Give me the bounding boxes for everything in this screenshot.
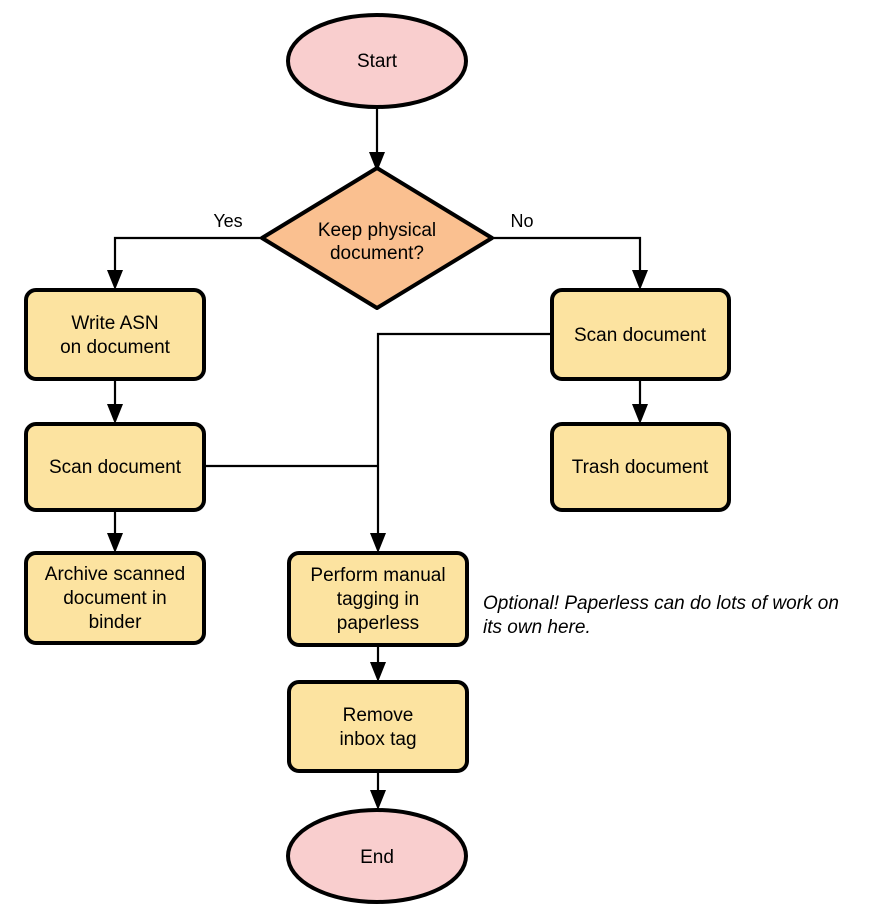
annotation-line1: Optional! Paperless can do lots of work …	[483, 593, 839, 614]
node-scan-document-left-label: Scan document	[49, 457, 182, 478]
node-manual-tagging-label-line1: Perform manual	[310, 565, 445, 586]
node-archive-scanned-document[interactable]: Archive scanned document in binder	[24, 551, 206, 645]
edge-scan-left-to-archive	[107, 510, 123, 553]
edge-decision-to-scan-right	[492, 236, 648, 290]
node-end-label: End	[360, 847, 394, 868]
annotation-line2: its own here.	[483, 617, 591, 638]
edge-label-yes: Yes	[213, 211, 242, 231]
edge-label-no: No	[510, 211, 533, 231]
arrow-head-icon	[107, 404, 123, 424]
node-perform-manual-tagging[interactable]: Perform manual tagging in paperless	[287, 551, 469, 647]
node-write-asn-label-line1: Write ASN	[71, 313, 158, 334]
node-decision-label-line2: document?	[330, 243, 424, 264]
node-manual-tagging-label-line2: tagging in	[337, 589, 419, 610]
edge-decision-to-write-asn	[107, 236, 262, 290]
edge-start-to-decision	[369, 107, 385, 172]
edge-scan-right-to-manual-tagging	[370, 332, 552, 553]
arrow-head-icon	[107, 533, 123, 553]
edge-scan-right-to-trash	[632, 379, 648, 424]
node-write-asn[interactable]: Write ASN on document	[24, 288, 206, 381]
node-scan-document-right-label: Scan document	[574, 325, 707, 346]
node-trash-document[interactable]: Trash document	[550, 422, 731, 512]
arrow-head-icon	[370, 533, 386, 553]
node-decision-shape	[260, 166, 494, 310]
edge-remove-inbox-to-end	[370, 771, 386, 810]
node-scan-document-right[interactable]: Scan document	[550, 288, 731, 381]
node-start[interactable]: Start	[286, 13, 468, 109]
arrow-head-icon	[632, 270, 648, 290]
node-trash-shape	[550, 422, 731, 512]
node-end[interactable]: End	[286, 808, 468, 904]
node-archive-label-line3: binder	[89, 612, 142, 633]
arrow-head-icon	[632, 404, 648, 424]
node-write-asn-shape	[24, 288, 206, 381]
node-start-label: Start	[357, 51, 398, 72]
node-decision-keep-physical-document[interactable]: Keep physical document?	[260, 166, 494, 310]
node-remove-inbox-shape	[287, 680, 469, 773]
node-remove-inbox-tag[interactable]: Remove inbox tag	[287, 680, 469, 773]
node-scan-document-right-shape	[550, 288, 731, 381]
node-manual-tagging-label-line3: paperless	[337, 613, 419, 634]
node-scan-document-left-shape	[24, 422, 206, 512]
node-start-shape	[286, 13, 468, 109]
node-archive-shape	[24, 551, 206, 645]
node-decision-label-line1: Keep physical	[318, 220, 436, 241]
annotation-optional-paperless: Optional! Paperless can do lots of work …	[483, 593, 839, 638]
edge-write-asn-to-scan-left	[107, 379, 123, 424]
arrow-head-icon	[370, 662, 386, 682]
node-remove-inbox-label-line1: Remove	[343, 705, 414, 726]
node-write-asn-label-line2: on document	[60, 337, 171, 358]
arrow-head-icon	[107, 270, 123, 290]
edge-manual-tagging-to-remove-inbox	[370, 645, 386, 682]
node-manual-tagging-shape	[287, 551, 469, 647]
node-archive-label-line2: document in	[63, 588, 167, 609]
node-trash-label: Trash document	[572, 457, 709, 478]
node-end-shape	[286, 808, 468, 904]
node-archive-label-line1: Archive scanned	[45, 564, 185, 585]
node-remove-inbox-label-line2: inbox tag	[339, 729, 416, 750]
node-scan-document-left[interactable]: Scan document	[24, 422, 206, 512]
arrow-head-icon	[369, 152, 385, 172]
arrow-head-icon	[370, 790, 386, 810]
